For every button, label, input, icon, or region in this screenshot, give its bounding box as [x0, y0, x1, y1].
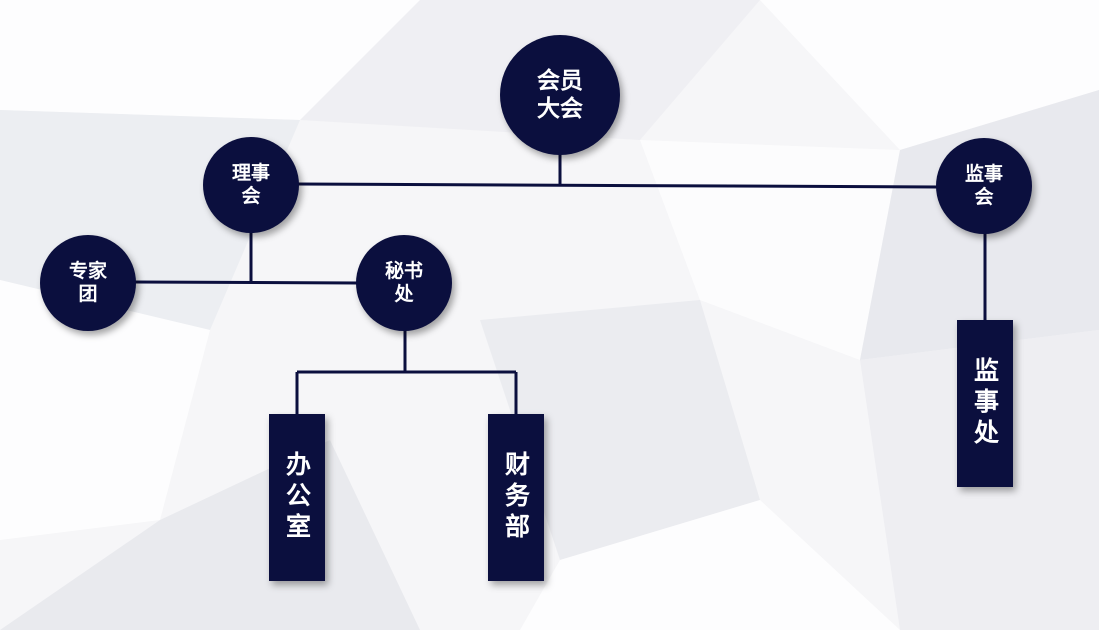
node-council-label: 理事 会 [231, 161, 270, 207]
node-council: 理事 会 [203, 137, 299, 233]
node-office-label: 办公室 [282, 451, 312, 544]
connector-mid-bar [134, 280, 359, 285]
node-supervisory-board: 监事 会 [936, 138, 1032, 234]
node-general-assembly-label: 会员 大会 [537, 67, 583, 122]
node-office: 办公室 [269, 414, 325, 581]
node-expert-group-label: 专家 团 [68, 259, 107, 305]
node-secretariat: 秘书 处 [356, 235, 452, 331]
node-secretariat-label: 秘书 处 [384, 259, 423, 305]
node-finance-dept: 财务部 [488, 414, 544, 581]
connector-top-bar [295, 182, 939, 189]
node-expert-group: 专家 团 [40, 235, 136, 331]
node-supervision-office-label: 监事处 [970, 357, 1000, 450]
node-general-assembly: 会员 大会 [500, 35, 620, 155]
node-supervision-office: 监事处 [957, 320, 1013, 487]
node-finance-dept-label: 财务部 [501, 451, 531, 544]
node-supervisory-board-label: 监事 会 [964, 162, 1003, 208]
